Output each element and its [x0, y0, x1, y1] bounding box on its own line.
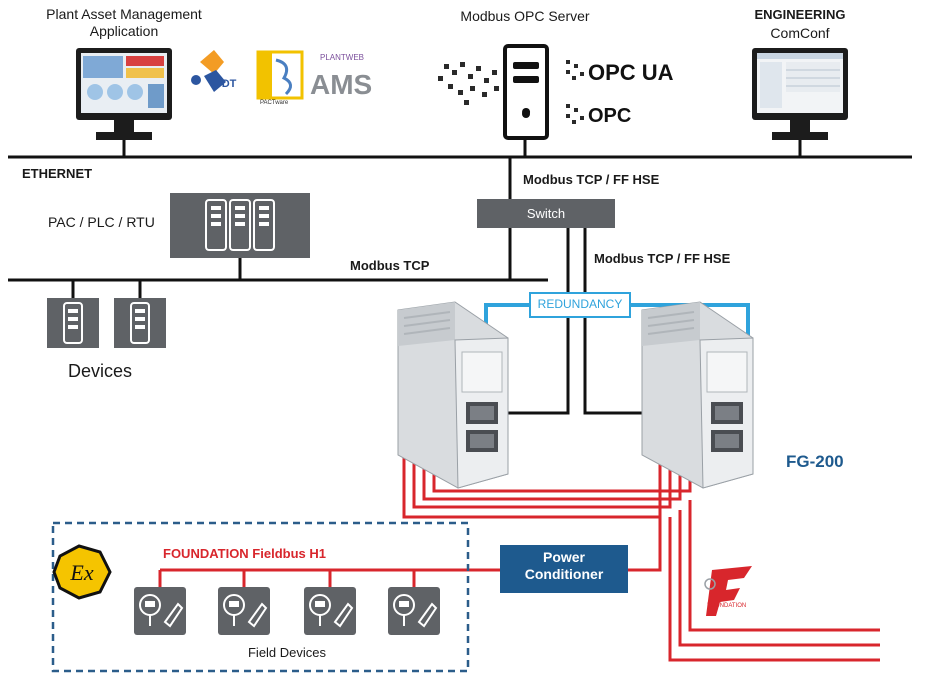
svg-text:OPC: OPC [588, 105, 631, 127]
power-conditioner-label-2: Conditioner [524, 566, 604, 582]
ethernet-label: ETHERNET [22, 166, 93, 181]
pac-plc-rtu-icon [170, 193, 310, 258]
modbus-ff-hse-label-right: Modbus TCP / FF HSE [594, 251, 731, 266]
asset-management-monitor-icon [76, 48, 172, 140]
svg-text:PACTware: PACTware [260, 100, 289, 106]
device-icon [114, 298, 166, 348]
field-devices-label: Field Devices [247, 645, 327, 660]
modbus-tcp-label: Modbus TCP [350, 258, 430, 273]
engineering-monitor-icon [752, 48, 848, 140]
power-conditioner-box [500, 545, 628, 593]
power-conditioner-label-1: Power [542, 549, 586, 565]
redundancy-label-box [529, 292, 631, 318]
fg200-gateway-right [641, 301, 754, 489]
hazardous-area-boundary [51, 521, 470, 673]
fg200-gateway-left [397, 301, 509, 489]
field-device-icon [388, 587, 440, 635]
fieldbus-h1-label: FOUNDATION Fieldbus H1 [163, 546, 326, 561]
opc-ua-logo: OPC UA [566, 60, 674, 85]
devices-label: Devices [68, 361, 133, 381]
fg200-label: FG-200 [786, 452, 844, 471]
svg-text:FDT: FDT [215, 78, 237, 90]
field-device-icon [304, 587, 356, 635]
svg-text:Ex: Ex [69, 560, 93, 585]
opc-logo: OPC [566, 104, 631, 127]
redundancy-label: REDUNDANCY [537, 297, 623, 311]
svg-text:AMS: AMS [310, 69, 372, 100]
switch-box [477, 199, 615, 228]
field-device-icon [218, 587, 270, 635]
engineering-subtitle: ComConf [770, 25, 830, 41]
fdt-logo: FDT [191, 50, 237, 92]
foundation-logo: FOUNDATION [704, 566, 752, 616]
svg-text:PLANTWEB: PLANTWEB [320, 53, 364, 62]
asset-mgmt-title: Plant Asset Management [46, 6, 202, 22]
switch-label: Switch [526, 206, 566, 221]
opc-server-title: Modbus OPC Server [460, 8, 590, 24]
engineering-title: ENGINEERING [754, 7, 846, 22]
opc-server-icon [503, 44, 549, 140]
pac-plc-rtu-label: PAC / PLC / RTU [48, 214, 155, 230]
field-device-icon [134, 587, 186, 635]
pactware-logo: PACTware [256, 50, 304, 106]
ams-logo: PLANTWEB AMS [310, 53, 372, 100]
data-stream-graphic [438, 62, 499, 105]
ex-hazard-icon: Ex [52, 544, 112, 600]
modbus-ff-hse-label-top: Modbus TCP / FF HSE [523, 172, 660, 187]
svg-text:OPC UA: OPC UA [588, 60, 674, 85]
device-icon [47, 298, 99, 348]
svg-text:FOUNDATION: FOUNDATION [707, 603, 746, 609]
asset-mgmt-subtitle: Application [89, 23, 159, 39]
